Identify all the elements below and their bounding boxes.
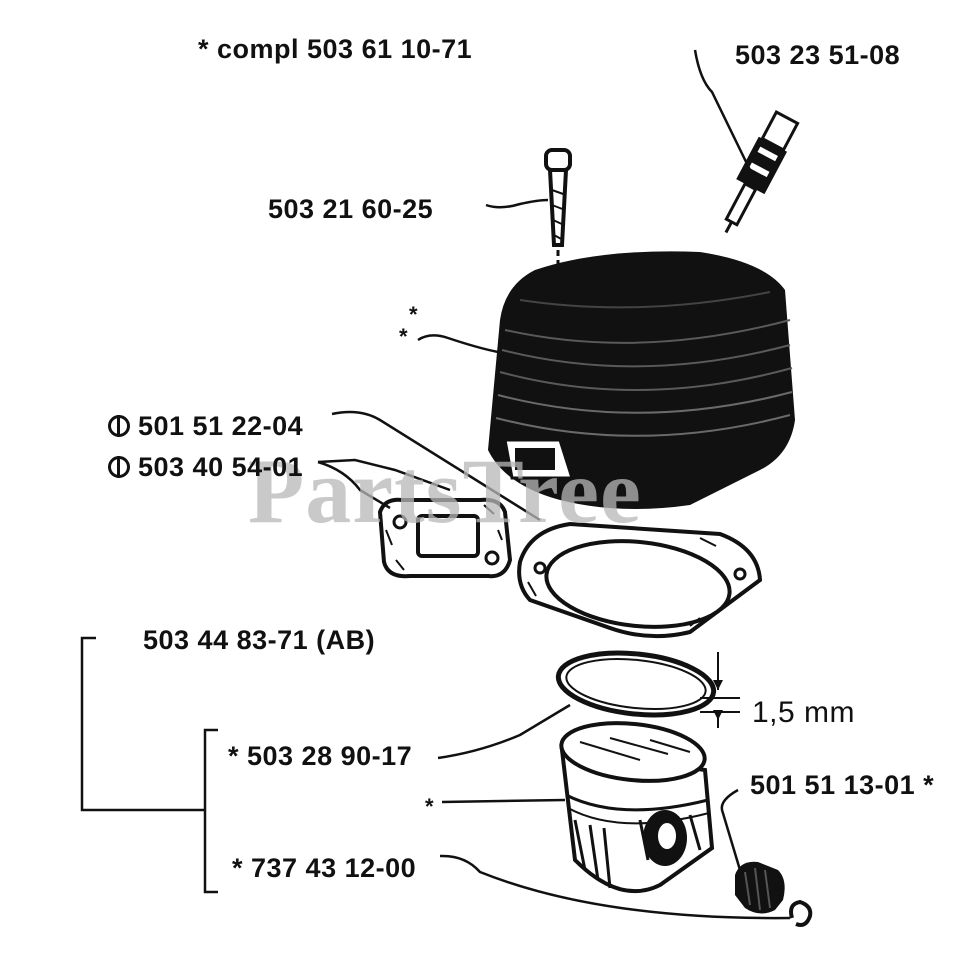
- spark-plug: [724, 110, 800, 234]
- cylinder-bolt: [544, 148, 572, 270]
- leader-lines: [80, 49, 791, 920]
- ring-thickness-label: 1,5 mm: [752, 696, 856, 729]
- piston-ring: [555, 650, 740, 728]
- compl-part-number-label: * compl 503 61 10-71: [198, 34, 473, 64]
- cylinder-star-label: *: [409, 302, 419, 327]
- circlip-part-number-label: * 737 43 12-00: [232, 853, 417, 883]
- pin-bearing-part-number-label: 501 51 13-01 *: [750, 770, 935, 800]
- gasket-2-part-number-label: 503 40 54-01: [138, 452, 304, 482]
- cylinder-base-gasket: [517, 521, 763, 639]
- gasket-1-row: 501 51 22-04: [108, 413, 303, 440]
- spark-plug-part-number-label: 503 23 51-08: [735, 40, 901, 70]
- ring-part-number-label: * 503 28 90-17: [228, 741, 413, 771]
- circle-bar-icon: [108, 415, 130, 437]
- piston-kit-part-number-label: 503 44 83-71 (AB): [143, 625, 376, 655]
- needle-bearing: [735, 861, 785, 914]
- gasket-2-row: 503 40 54-01: [108, 454, 303, 481]
- circle-bar-icon: [108, 456, 130, 478]
- watermark: PartsTree: [248, 440, 642, 542]
- piston: [559, 721, 715, 894]
- piston-star-label: *: [425, 794, 435, 819]
- circlip: [789, 899, 813, 927]
- exhaust-gasket: [377, 497, 513, 579]
- bolt-part-number-label: 503 21 60-25: [268, 194, 434, 224]
- cylinder-star-label-2: *: [399, 324, 409, 349]
- cylinder: [488, 251, 795, 509]
- gasket-1-part-number-label: 501 51 22-04: [138, 411, 304, 441]
